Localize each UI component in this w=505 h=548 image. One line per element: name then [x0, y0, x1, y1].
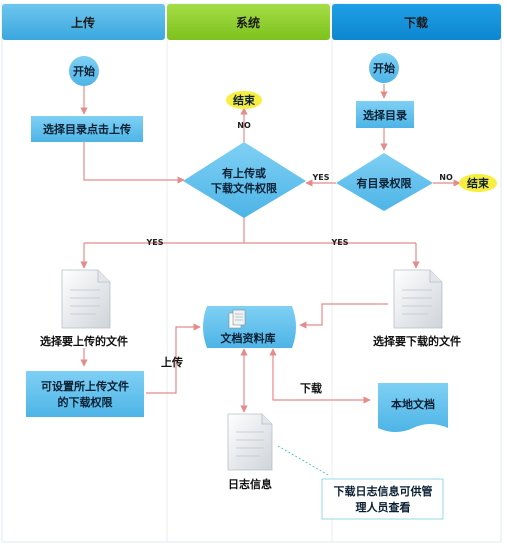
lane-title-system: 系统 [236, 15, 260, 30]
library-label: 文档资料库 [221, 331, 276, 345]
process-select-dir-download: 选择目录 [356, 101, 414, 128]
local-docs-label: 本地文档 [391, 397, 435, 411]
doc-download-label: 选择要下载的文件 [373, 334, 461, 348]
end-node-top: 结束 [226, 91, 262, 109]
lane-header-system: 系统 [167, 4, 330, 40]
end-top-label: 结束 [232, 93, 256, 107]
document-icon-upload [61, 269, 111, 329]
lane-title-upload: 上传 [71, 15, 95, 30]
edge-setperm-to-library [146, 323, 201, 394]
edge-label-yes-split-right: YES [330, 238, 348, 247]
edge-label-no-right: NO [439, 173, 453, 182]
local-documents-node: 本地文档 [378, 383, 448, 432]
doc-upload-label: 选择要上传的文件 [40, 334, 128, 348]
process-set-download-permission: 可设置所上传文件 的下载权限 [26, 371, 144, 417]
decision-dir-label: 有目录权限 [357, 176, 412, 190]
document-icon-download [393, 269, 443, 329]
edge-label-upload: 上传 [161, 355, 183, 369]
decision-line1: 有上传或 [222, 166, 266, 180]
log-note-connector [277, 445, 331, 477]
set-perm-line2: 的下载权限 [58, 395, 113, 409]
decision-line2: 下载文件权限 [211, 181, 277, 195]
lane-title-download: 下载 [404, 15, 428, 30]
lane-header-download: 下载 [332, 4, 501, 40]
start-node-upload: 开始 [69, 56, 99, 86]
select-dir-download-label: 选择目录 [363, 108, 407, 122]
document-library-node: 文档资料库 [203, 306, 296, 348]
start-upload-label: 开始 [73, 64, 95, 78]
end-right-label: 结束 [466, 176, 490, 190]
edge-library-to-local [269, 348, 371, 404]
edge-select-to-decision [83, 142, 185, 184]
edge-label-download: 下载 [300, 381, 322, 395]
log-document-icon [227, 413, 273, 471]
edge-downloaddoc-to-library [299, 303, 388, 329]
log-note-line1: 下载日志信息可供管 [334, 484, 433, 498]
log-note: 下载日志信息可供管 理人员查看 [321, 478, 444, 520]
end-node-right: 结束 [459, 174, 497, 192]
decision-upload-download-permission: 有上传或 下载文件权限 [183, 142, 306, 218]
log-label: 日志信息 [228, 477, 272, 491]
set-perm-line1: 可设置所上传文件 [41, 379, 129, 393]
decision-dir-permission: 有目录权限 [336, 153, 433, 211]
lane-header-upload: 上传 [2, 4, 165, 40]
start-node-download: 开始 [369, 53, 399, 83]
start-download-label: 开始 [373, 61, 395, 75]
log-note-line2: 理人员查看 [356, 500, 411, 514]
edge-label-yes-left: YES [311, 173, 329, 182]
edge-label-no-top: NO [237, 121, 251, 130]
select-dir-upload-label: 选择目录点击上传 [43, 122, 131, 136]
documents-icon [228, 309, 246, 329]
edge-label-yes-split-left: YES [145, 238, 163, 247]
process-select-dir-upload: 选择目录点击上传 [31, 116, 143, 142]
